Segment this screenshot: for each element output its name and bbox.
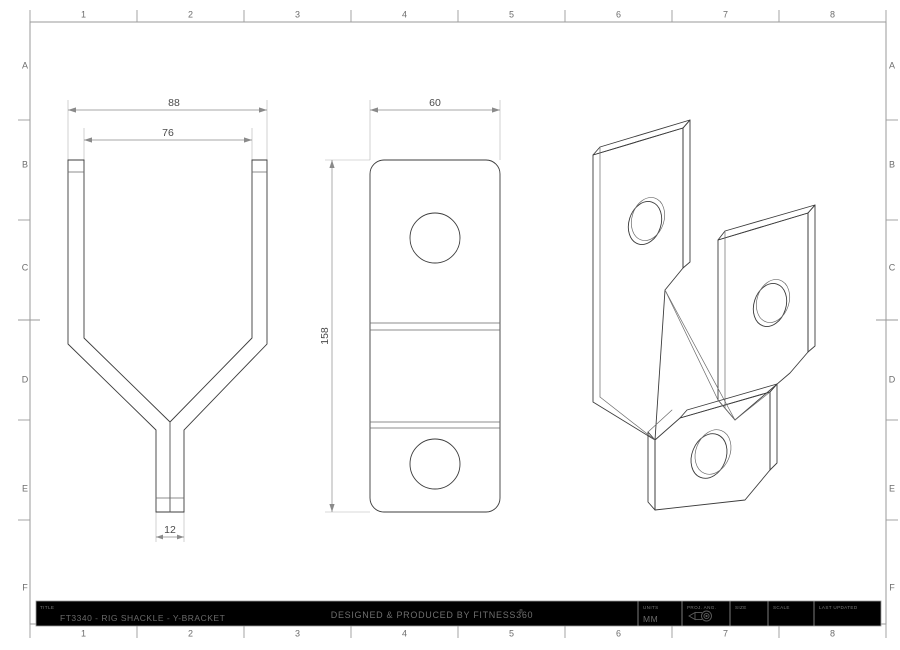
row-label-right-d: D [889, 374, 896, 384]
iso-left-arm-hole [627, 201, 663, 245]
side-view-hole-upper [409, 212, 461, 264]
front-view-y-bracket: 88 76 12 [67, 97, 268, 542]
isometric-view-y-bracket [592, 119, 816, 511]
title-block-title-label: TITLE [40, 605, 54, 610]
row-label-left-d: D [22, 374, 29, 384]
row-label-right-b: B [889, 159, 895, 169]
column-label-bottom-1: 1 [81, 628, 86, 638]
column-label-bottom-2: 2 [188, 628, 193, 638]
column-label-top-8: 8 [830, 9, 835, 19]
title-block: TITLE FT3340 - RIG SHACKLE - Y-BRACKET D… [35, 600, 882, 627]
dimension-88: 88 [68, 97, 267, 113]
row-label-right-f: F [889, 582, 895, 592]
row-label-left-a: A [22, 60, 28, 70]
title-block-last-updated-label: LAST UPDATED [819, 605, 858, 610]
title-block-title-value: FT3340 - RIG SHACKLE - Y-BRACKET [60, 613, 225, 623]
title-block-projection-label: PROJ. ANG. [687, 605, 716, 610]
iso-base-plate-hole-inner [694, 429, 732, 475]
column-label-top-3: 3 [295, 9, 300, 19]
column-markers-top: 1 2 3 4 5 6 7 8 [29, 9, 887, 22]
iso-right-arm-top-edge [717, 204, 816, 241]
column-label-bottom-5: 5 [509, 628, 514, 638]
iso-right-arm-hole-inner [755, 279, 791, 323]
iso-right-arm-face [717, 212, 809, 421]
row-label-right-a: A [889, 60, 895, 70]
column-label-bottom-4: 4 [402, 628, 407, 638]
column-label-bottom-8: 8 [830, 628, 835, 638]
dimension-label-88: 88 [168, 97, 180, 109]
column-label-bottom-7: 7 [723, 628, 728, 638]
iso-base-plate-front-edge [647, 431, 656, 511]
column-label-top-5: 5 [509, 9, 514, 19]
side-plate-outline [369, 159, 501, 513]
title-block-scale-label: SCALE [773, 605, 790, 610]
dimension-label-158: 158 [319, 327, 331, 345]
row-label-left-b: B [22, 159, 28, 169]
title-block-credit: DESIGNED & PRODUCED BY FITNESS360 [331, 610, 533, 620]
row-label-right-c: C [889, 262, 896, 272]
first-angle-projection-icon [688, 610, 712, 622]
dimension-76: 76 [84, 127, 252, 143]
title-block-units-label: UNITS [643, 605, 659, 610]
column-label-bottom-3: 3 [295, 628, 300, 638]
row-label-left-e: E [22, 483, 28, 493]
iso-base-plate-hole [690, 433, 728, 479]
dimension-12: 12 [155, 512, 185, 542]
side-view-hole-lower [409, 438, 461, 490]
column-label-top-7: 7 [723, 9, 728, 19]
iso-right-arm-hole [752, 283, 788, 327]
iso-base-plate-side-edge [769, 383, 778, 471]
dimension-158: 158 [319, 160, 335, 512]
column-label-top-2: 2 [188, 9, 193, 19]
row-label-left-c: C [22, 262, 29, 272]
title-block-border [35, 600, 882, 627]
column-label-top-4: 4 [402, 9, 407, 19]
dimension-60: 60 [370, 97, 500, 113]
side-view-y-bracket: 60 158 [319, 97, 501, 513]
iso-left-arm-hole-inner [630, 197, 666, 241]
column-label-bottom-6: 6 [616, 628, 621, 638]
row-label-left-f: F [22, 582, 28, 592]
iso-right-arm-side-edge [807, 204, 816, 353]
iso-left-arm-top-edge [592, 119, 691, 156]
title-block-credit-superscript: ® [519, 608, 523, 615]
title-block-units-value: MM [643, 614, 658, 624]
row-markers-right: A B C D E F [876, 60, 898, 592]
dimension-label-76: 76 [162, 127, 174, 139]
dimension-label-60: 60 [429, 97, 441, 109]
row-label-right-e: E [889, 483, 895, 493]
row-markers-left: A B C D E F [18, 60, 40, 592]
iso-base-plate-face [654, 391, 771, 511]
column-label-top-6: 6 [616, 9, 621, 19]
title-block-size-label: SIZE [735, 605, 747, 610]
iso-left-arm-face [592, 127, 684, 441]
iso-left-arm-side-edge [682, 119, 691, 269]
column-label-top-1: 1 [81, 9, 86, 19]
dimension-label-12: 12 [164, 524, 176, 536]
